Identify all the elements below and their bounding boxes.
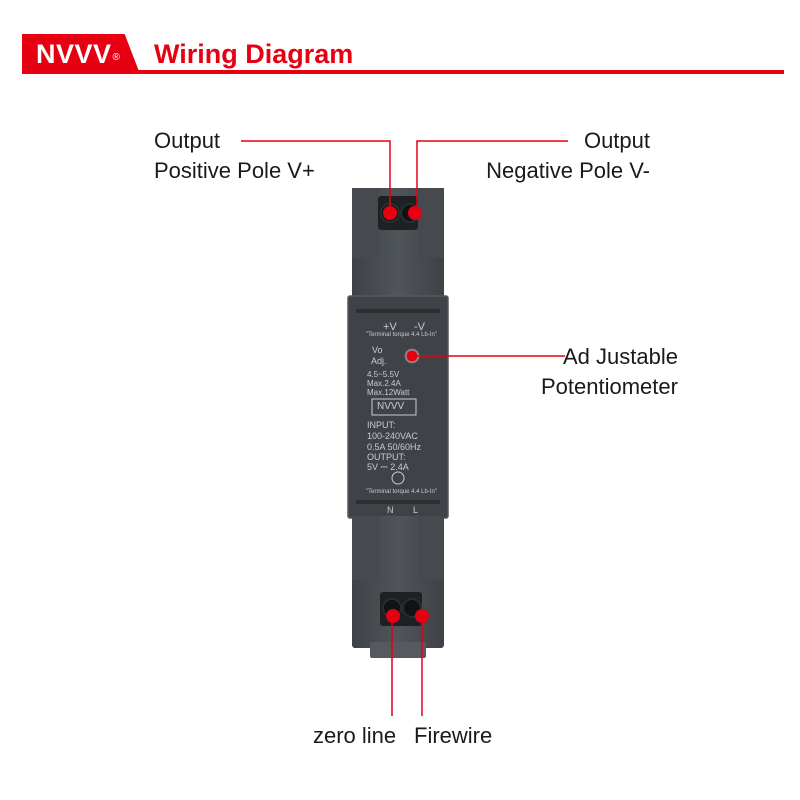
panel-range: 4.5~5.5V	[367, 370, 400, 379]
panel-output-rating: 5V ⎓ 2.4A	[367, 462, 409, 472]
brand-logo: NVVV®	[22, 34, 140, 74]
panel-plus-v: +V	[383, 321, 397, 333]
label-output-negative-line1: Output	[583, 128, 650, 153]
panel-adj: Adj.	[371, 356, 387, 366]
panel-input-label: INPUT:	[367, 420, 396, 430]
panel-bottom-band	[356, 500, 440, 504]
terminal-screw-minus[interactable]	[400, 203, 420, 223]
label-potentiometer-line1: Ad Justable	[563, 344, 678, 369]
registered-mark: ®	[112, 52, 121, 63]
panel-torque-bottom: "Terminal torque 4.4 Lb-In"	[366, 489, 437, 495]
terminal-screw-plus[interactable]	[380, 203, 400, 223]
panel-logo-box	[371, 398, 417, 416]
label-output-negative: Output Negative Pole V-	[486, 126, 650, 186]
label-zero-line: zero line	[313, 723, 397, 748]
label-potentiometer: Ad Justable Potentiometer	[541, 342, 678, 402]
label-output-positive-line1: Output	[154, 128, 221, 153]
panel-max-current: Max.2.4A	[367, 379, 401, 388]
top-ridge-right	[418, 188, 444, 258]
label-firewire: Firewire	[414, 723, 493, 748]
label-output-positive: Output Positive Pole V+	[154, 126, 315, 186]
panel-minus-v: -V	[414, 321, 425, 333]
panel-l: L	[413, 505, 419, 515]
panel-n: N	[387, 505, 394, 515]
panel-input-rating: 0.5A 50/60Hz	[367, 442, 422, 452]
panel-logo: NVVV	[377, 401, 405, 412]
label-potentiometer-line2: Potentiometer	[541, 374, 678, 399]
terminal-screw-n[interactable]	[382, 598, 402, 618]
panel-max-power: Max.12Watt	[367, 388, 410, 397]
title-rule	[128, 70, 784, 74]
panel-top-band	[356, 309, 440, 313]
certification-mark-icon	[391, 471, 405, 485]
label-output-positive-line2: Positive Pole V+	[154, 158, 315, 183]
label-output-negative-line2: Negative Pole V-	[486, 158, 650, 183]
panel-torque-top: "Terminal torque 4.4 Lb-In"	[366, 332, 437, 338]
terminal-screw-l[interactable]	[402, 598, 422, 618]
page-title: Wiring Diagram	[154, 39, 354, 69]
bottom-ridge-left	[352, 516, 378, 580]
top-ridge-left	[352, 188, 378, 258]
din-rail-clip	[370, 642, 426, 658]
panel-input-voltage: 100-240VAC	[367, 431, 418, 441]
panel-vo: Vo	[372, 345, 383, 355]
panel-output-label: OUTPUT:	[367, 452, 406, 462]
bottom-ridge-right	[418, 516, 444, 580]
brand-name: NVVV	[36, 39, 112, 69]
